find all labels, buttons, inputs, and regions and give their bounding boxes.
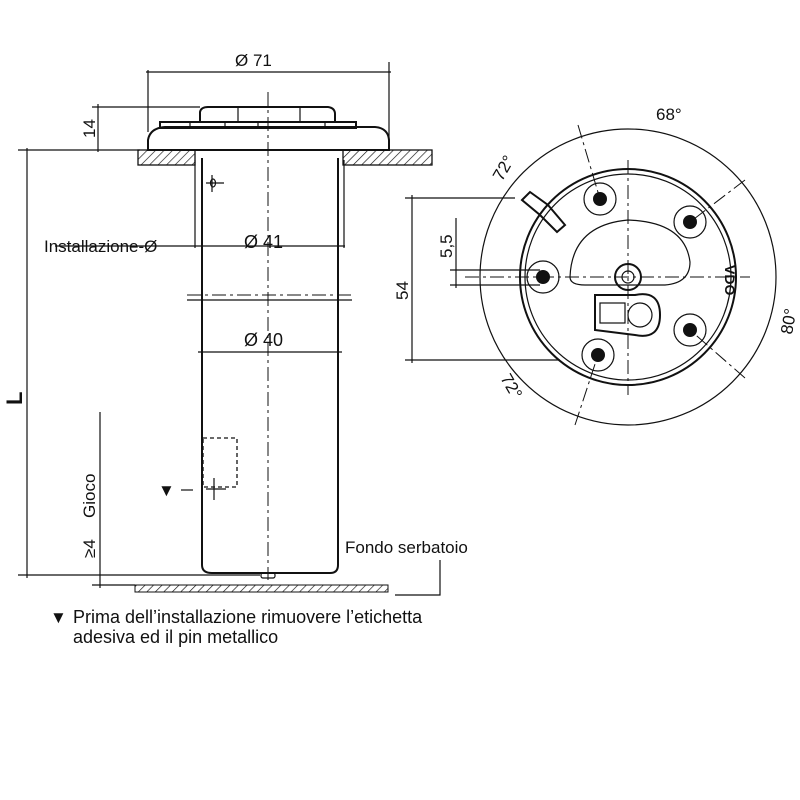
- installation-note: ▼ Prima dell’installazione rimuovere l’e…: [50, 607, 423, 647]
- angle-upper-left: 72°: [489, 152, 518, 184]
- float-arc: [569, 219, 691, 286]
- marker-triangle: ▼: [158, 481, 175, 500]
- clearance-value: ≥4: [80, 539, 99, 558]
- angle-lower-left: 72°: [497, 371, 526, 403]
- sensor-tube: [201, 158, 339, 574]
- dim-bolt-span: 54: [393, 281, 412, 300]
- pin-marker-top: [206, 175, 224, 192]
- dim-install-diameter: Ø 41: [244, 232, 283, 252]
- label-area-dashed: [202, 437, 238, 488]
- mounting-hole: [683, 323, 697, 337]
- outer-circle: [479, 128, 777, 426]
- side-view: ▼ Ø 71 14 L Installazione-Ø Ø 41 Ø 40 Gi…: [2, 51, 468, 596]
- note-line-2: adesiva ed il pin metallico: [73, 627, 278, 647]
- tank-wall-left: [137, 149, 196, 166]
- dim-tube-diameter: Ø 40: [244, 330, 283, 350]
- note-symbol: ▼: [50, 608, 67, 627]
- mounting-hole: [591, 348, 605, 362]
- tank-bottom-label: Fondo serbatoio: [345, 538, 468, 557]
- terminal-blade: [520, 190, 567, 234]
- pin-marker-label: [206, 478, 226, 500]
- connector-tab: [594, 293, 662, 337]
- tank-bottom: [134, 584, 389, 593]
- dim-height: 14: [80, 119, 99, 138]
- dim-length: L: [2, 392, 27, 405]
- angle-top: 68°: [656, 105, 682, 124]
- dim-outer-diameter: Ø 71: [235, 51, 272, 70]
- note-line-1: Prima dell’installazione rimuovere l’eti…: [73, 607, 423, 627]
- angle-right: 80°: [777, 307, 800, 336]
- dim-offset: 5,5: [437, 234, 456, 258]
- tank-wall-right: [342, 149, 433, 166]
- brand-mark: VDO: [722, 265, 738, 295]
- clearance-label: Gioco: [80, 474, 99, 518]
- cap-top: [199, 106, 336, 122]
- top-view: VDO 54 5,5 68° 72° 80° 72°: [393, 105, 800, 426]
